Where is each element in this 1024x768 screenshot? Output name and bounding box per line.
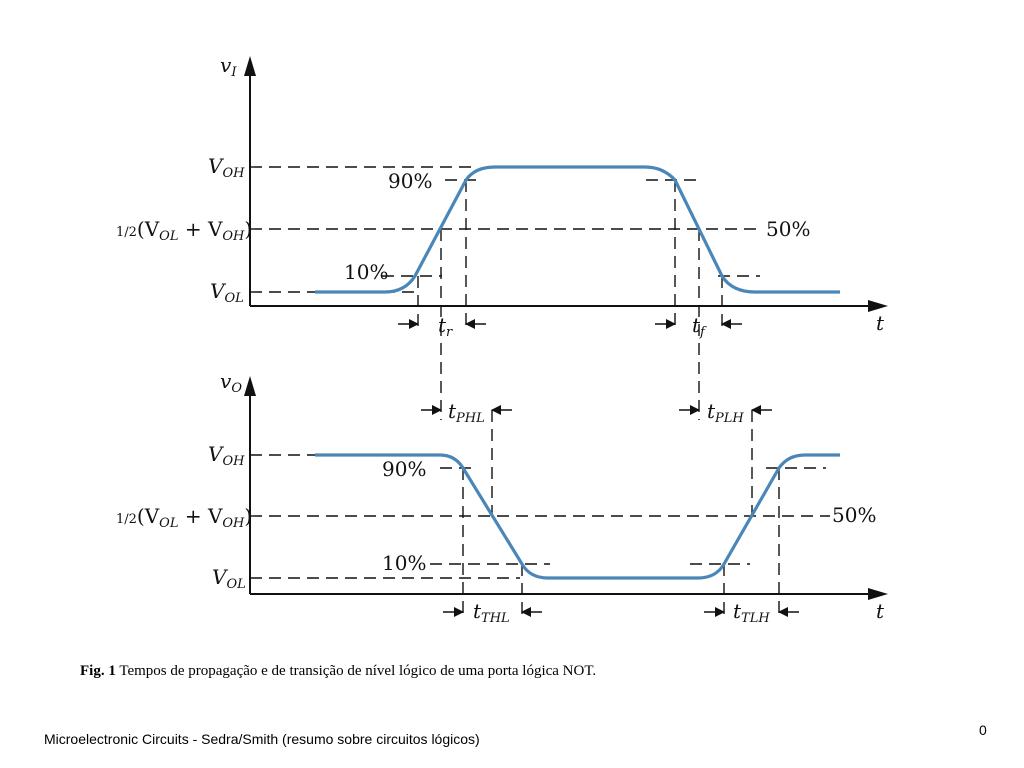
output-axis-label: v	[220, 369, 232, 393]
svg-text:VOL: VOL	[212, 565, 246, 592]
input-10-label: 10%	[344, 260, 388, 284]
svg-text:tTHL: tTHL	[473, 599, 510, 626]
output-plot: vO t VOH VOL 1/2(VOL + VOH) 90% 50% 10% …	[116, 369, 888, 626]
figure-caption-text: Tempos de propagação e de transição de n…	[115, 663, 597, 679]
svg-text:VOH: VOH	[208, 154, 245, 181]
svg-text:tr: tr	[438, 313, 453, 340]
output-90-label: 90%	[382, 457, 426, 481]
input-axis-label: v	[220, 53, 232, 77]
input-90-label: 90%	[388, 169, 432, 193]
figure-number: Fig. 1	[80, 663, 116, 679]
tthl-label: t	[473, 599, 482, 623]
input-y-arrowhead	[244, 56, 256, 76]
svg-text:vI: vI	[220, 53, 237, 80]
input-plot: vI t VOH VOL 1/2(VOL + VOH) 90% 50% 10% …	[116, 53, 888, 420]
footer-text: Microelectronic Circuits - Sedra/Smith (…	[44, 731, 480, 747]
input-50-label: 50%	[766, 217, 810, 241]
figure-caption: Fig. 1 Tempos de propagação e de transiç…	[80, 663, 596, 680]
output-voh-label: V	[208, 442, 225, 466]
input-time-label: t	[876, 311, 885, 335]
input-vol-label: V	[210, 279, 227, 303]
output-10-label: 10%	[382, 551, 426, 575]
rise-time-label: t	[438, 313, 447, 337]
fall-time-label: t	[692, 313, 701, 337]
svg-text:tf: tf	[692, 313, 707, 340]
output-vol-label: V	[212, 565, 229, 589]
svg-text:tPLH: tPLH	[707, 399, 744, 426]
input-voh-label: V	[208, 154, 225, 178]
output-50-label: 50%	[832, 503, 876, 527]
ttlh-label: t	[733, 599, 742, 623]
svg-text:VOH: VOH	[208, 442, 245, 469]
svg-text:tPHL: tPHL	[448, 399, 485, 426]
output-x-arrowhead	[868, 588, 888, 600]
output-y-arrowhead	[244, 376, 256, 396]
input-mid-label: 1/2(VOL + VOH)	[116, 217, 252, 244]
tplh-label: t	[707, 399, 716, 423]
output-time-label: t	[876, 599, 885, 623]
input-waveform	[315, 165, 840, 294]
page-number: 0	[979, 722, 987, 738]
input-x-arrowhead	[868, 300, 888, 312]
svg-text:vO: vO	[220, 369, 242, 396]
output-reference-lines	[250, 410, 830, 620]
tphl-label: t	[448, 399, 457, 423]
svg-text:VOL: VOL	[210, 279, 244, 306]
output-mid-label: 1/2(VOL + VOH)	[116, 504, 252, 531]
output-waveform	[315, 453, 840, 580]
svg-text:tTLH: tTLH	[733, 599, 770, 626]
